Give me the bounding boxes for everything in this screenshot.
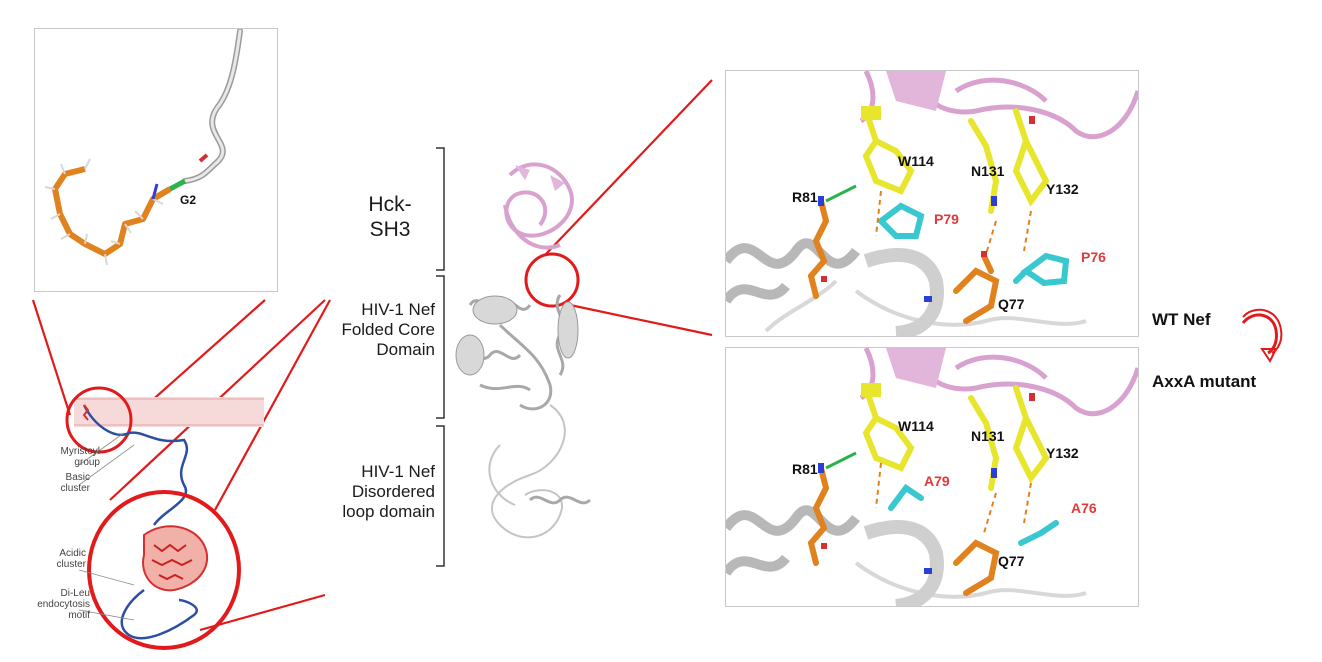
membrane-bilayer	[74, 397, 264, 427]
callout-line	[214, 299, 331, 511]
wt-interface-panel: W114 R81 N131 Y132 P79 P76 Q77	[725, 70, 1139, 337]
mut-residue-a76: A76	[1071, 500, 1097, 516]
mut-residue-n131: N131	[971, 428, 1005, 444]
callout-line	[199, 593, 326, 632]
mut-residue-q77: Q77	[998, 553, 1025, 569]
wt-residue-r81: R81	[792, 189, 818, 205]
mutant-interface-structure	[726, 348, 1138, 606]
nef-loop	[488, 404, 566, 539]
bracket-loop	[436, 425, 445, 567]
wt-residue-n131: N131	[971, 163, 1005, 179]
mut-residue-r81: R81	[792, 461, 818, 477]
residue-label-g2: G2	[180, 193, 196, 207]
label-folded-core: HIV-1 Nef Folded Core Domain	[341, 300, 435, 360]
zoom-circle-large	[87, 490, 241, 650]
mut-residue-a79: A79	[924, 473, 950, 489]
cyan-residues	[876, 202, 1070, 287]
callout-line	[544, 79, 713, 256]
transition-arrow-icon	[1241, 308, 1283, 363]
mut-residue-w114: W114	[898, 418, 934, 434]
label-disordered-loop: HIV-1 Nef Disordered loop domain	[342, 462, 435, 522]
legend-wt: WT Nef	[1152, 310, 1211, 329]
wt-residue-w114: W114	[898, 153, 934, 169]
wt-residue-y132: Y132	[1046, 181, 1079, 197]
label-acidic-cluster: Acidic cluster	[56, 548, 86, 570]
mutant-interface-panel: W114 R81 N131 Y132 A79 A76 Q77	[725, 347, 1139, 607]
wt-residue-p79: P79	[934, 211, 959, 227]
wt-residue-p76: P76	[1081, 249, 1106, 265]
label-dileu-motif: Di-Leu endocytosis motif	[37, 588, 90, 621]
legend-mutant: AxxA mutant	[1152, 372, 1257, 391]
nef-sh3-structure	[455, 162, 592, 539]
mut-residue-y132: Y132	[1046, 445, 1079, 461]
bracket-sh3	[436, 147, 445, 271]
membrane-schematic	[65, 386, 264, 650]
callout-line	[31, 299, 72, 416]
zoom-circle-interface	[524, 252, 580, 308]
callout-line	[569, 303, 713, 337]
wt-interface-structure	[726, 71, 1138, 336]
wt-residue-q77: Q77	[998, 296, 1025, 312]
bracket-core	[436, 275, 445, 419]
yellow-residues	[862, 108, 1050, 214]
label-myristoyl: Myristoyl group	[60, 446, 100, 468]
label-hck-sh3: Hck- SH3	[368, 193, 412, 241]
myristoyl-panel: G2	[34, 28, 278, 292]
myristoyl-structure: G2	[44, 29, 243, 266]
label-basic-cluster: Basic cluster	[60, 472, 90, 494]
zoom-circle-small	[65, 386, 133, 454]
sh3-domain	[503, 162, 574, 250]
